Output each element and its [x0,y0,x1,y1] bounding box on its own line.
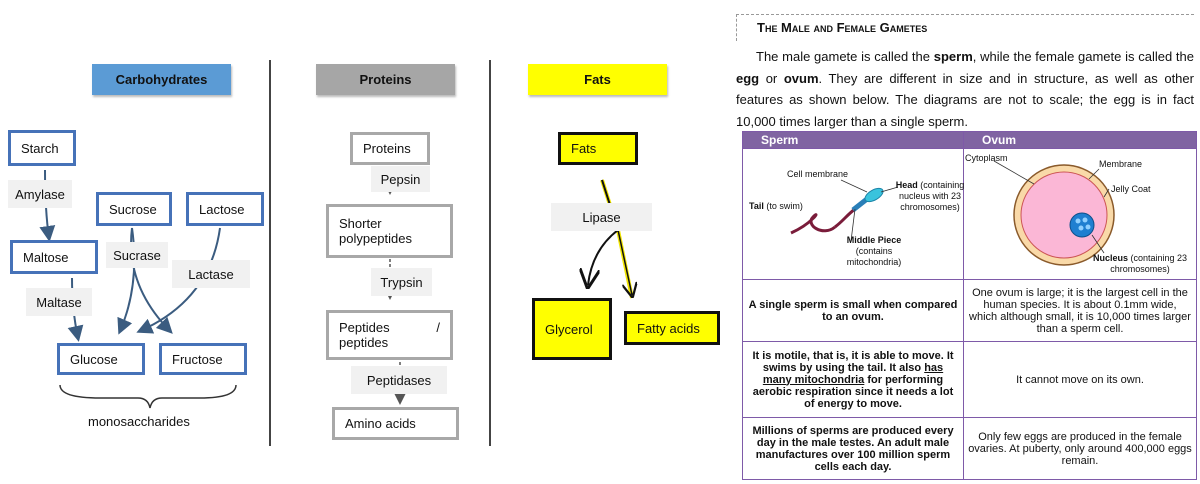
head-label: Head (containing nucleus with 23 chromos… [895,180,965,213]
jelly-coat-label: Jelly Coat [1111,184,1151,194]
table-row: It is motile, that is, it is able to mov… [742,341,1197,418]
tail-text: Tail [749,201,764,211]
table-row-diagrams: Cell membrane Head (containing nucleus w… [742,148,1197,280]
fats-box: Fats [558,132,638,165]
carbohydrates-header: Carbohydrates [92,64,231,95]
amino-acids-box: Amino acids [332,407,459,440]
sperm-diagram-cell: Cell membrane Head (containing nucleus w… [742,148,965,280]
maltase-label: Maltase [26,288,92,316]
ovum-diagram-cell: Cytoplasm Membrane Jelly Coat Nucleus (c… [963,148,1197,280]
doc-paragraph: The male gamete is called the sperm, whi… [736,46,1194,132]
slash-text: / [436,320,440,335]
col-ovum: Ovum [963,131,1197,149]
lipase-label: Lipase [551,203,652,231]
table-row: A single sperm is small when compared to… [742,279,1197,342]
gametes-table-wrap: Sperm Ovum Cell membrane Head (containin… [742,131,1197,480]
divider-2 [489,60,491,446]
maltose-box: Maltose [10,240,98,274]
peptidases-label: Peptidases [351,366,447,394]
middle-note: (contains mitochondria) [846,246,902,267]
proteins-box: Proteins [350,132,430,165]
para-egg: egg [736,70,760,86]
shorter-polypeptides-box: Shorter polypeptides [326,204,453,258]
head-note: (containing nucleus with 23 chromosomes) [898,180,965,212]
divider-1 [269,60,271,446]
tail-note: (to swim) [763,201,803,211]
row2-sperm-underline: has many mitochondria [762,361,944,386]
pepsin-label: Pepsin [371,166,430,192]
ovum-drawing [993,160,1115,266]
starch-box: Starch [8,130,76,166]
para-sperm: sperm [933,49,973,64]
table-row: Millions of sperms are produced every da… [742,417,1197,480]
head-text: Head [895,180,918,190]
para-ovum: ovum [783,70,819,86]
nucleus-text: Nucleus [1092,253,1128,263]
fats-header: Fats [528,64,667,95]
para-or: or [759,70,784,86]
row1-sperm: A single sperm is small when compared to… [742,279,964,342]
glycerol-box: Glycerol [532,298,612,360]
middle-text: Middle Piece [846,235,902,245]
peptides-text: Peptides [339,320,390,335]
doc-title-wrap: The Male and Female Gametes [736,14,1194,41]
para-text-1: The male gamete is called the [756,49,934,64]
cell-membrane-label: Cell membrane [787,169,849,179]
gametes-table: Sperm Ovum Cell membrane Head (containin… [742,131,1197,480]
lactase-label: Lactase [172,260,250,288]
doc-title: The Male and Female Gametes [757,20,928,35]
sucrase-label: Sucrase [106,242,168,268]
monosaccharides-label: monosaccharides [88,414,190,429]
col-sperm: Sperm [742,131,964,149]
peptides-text-2: peptides [339,335,389,350]
peptides-box: Peptides / peptides [326,310,453,360]
proteins-header: Proteins [316,64,455,95]
glucose-box: Glucose [57,343,145,375]
sperm-drawing [790,179,899,242]
trypsin-label: Trypsin [371,268,432,296]
para-text-3: . They are different in size and in stru… [736,70,1194,129]
gametes-document: The Male and Female Gametes The male gam… [736,14,1194,132]
row3-ovum: Only few eggs are produced in the female… [963,417,1197,480]
nucleus-label: Nucleus (containing 23 chromosomes) [1090,253,1190,275]
row2-ovum: It cannot move on its own. [963,341,1197,418]
fatty-acids-box: Fatty acids [624,311,720,345]
row1-ovum: One ovum is large; it is the largest cel… [963,279,1197,342]
row2-sperm-text-b: for performing aerobic respiration since… [752,373,954,410]
lactose-box: Lactose [186,192,264,226]
tail-label: Tail (to swim) [749,201,803,211]
amylase-label: Amylase [8,180,72,208]
row2-sperm-text-a: It is motile, that is, it is able to mov… [752,349,954,374]
table-header-row: Sperm Ovum [742,131,1197,149]
row3-sperm: Millions of sperms are produced every da… [742,417,964,480]
membrane-label: Membrane [1099,159,1143,169]
cytoplasm-label: Cytoplasm [965,153,1008,163]
fructose-box: Fructose [159,343,247,375]
polypeptides-text: polypeptides [339,231,412,246]
para-text-2: , while the female gamete is called the [972,49,1194,64]
sucrose-box: Sucrose [96,192,172,226]
row2-sperm: It is motile, that is, it is able to mov… [742,341,964,418]
middle-piece-label: Middle Piece(contains mitochondria) [831,235,917,268]
nucleus-note: (containing 23 chromosomes) [1110,253,1188,274]
shorter-text: Shorter [339,216,382,231]
